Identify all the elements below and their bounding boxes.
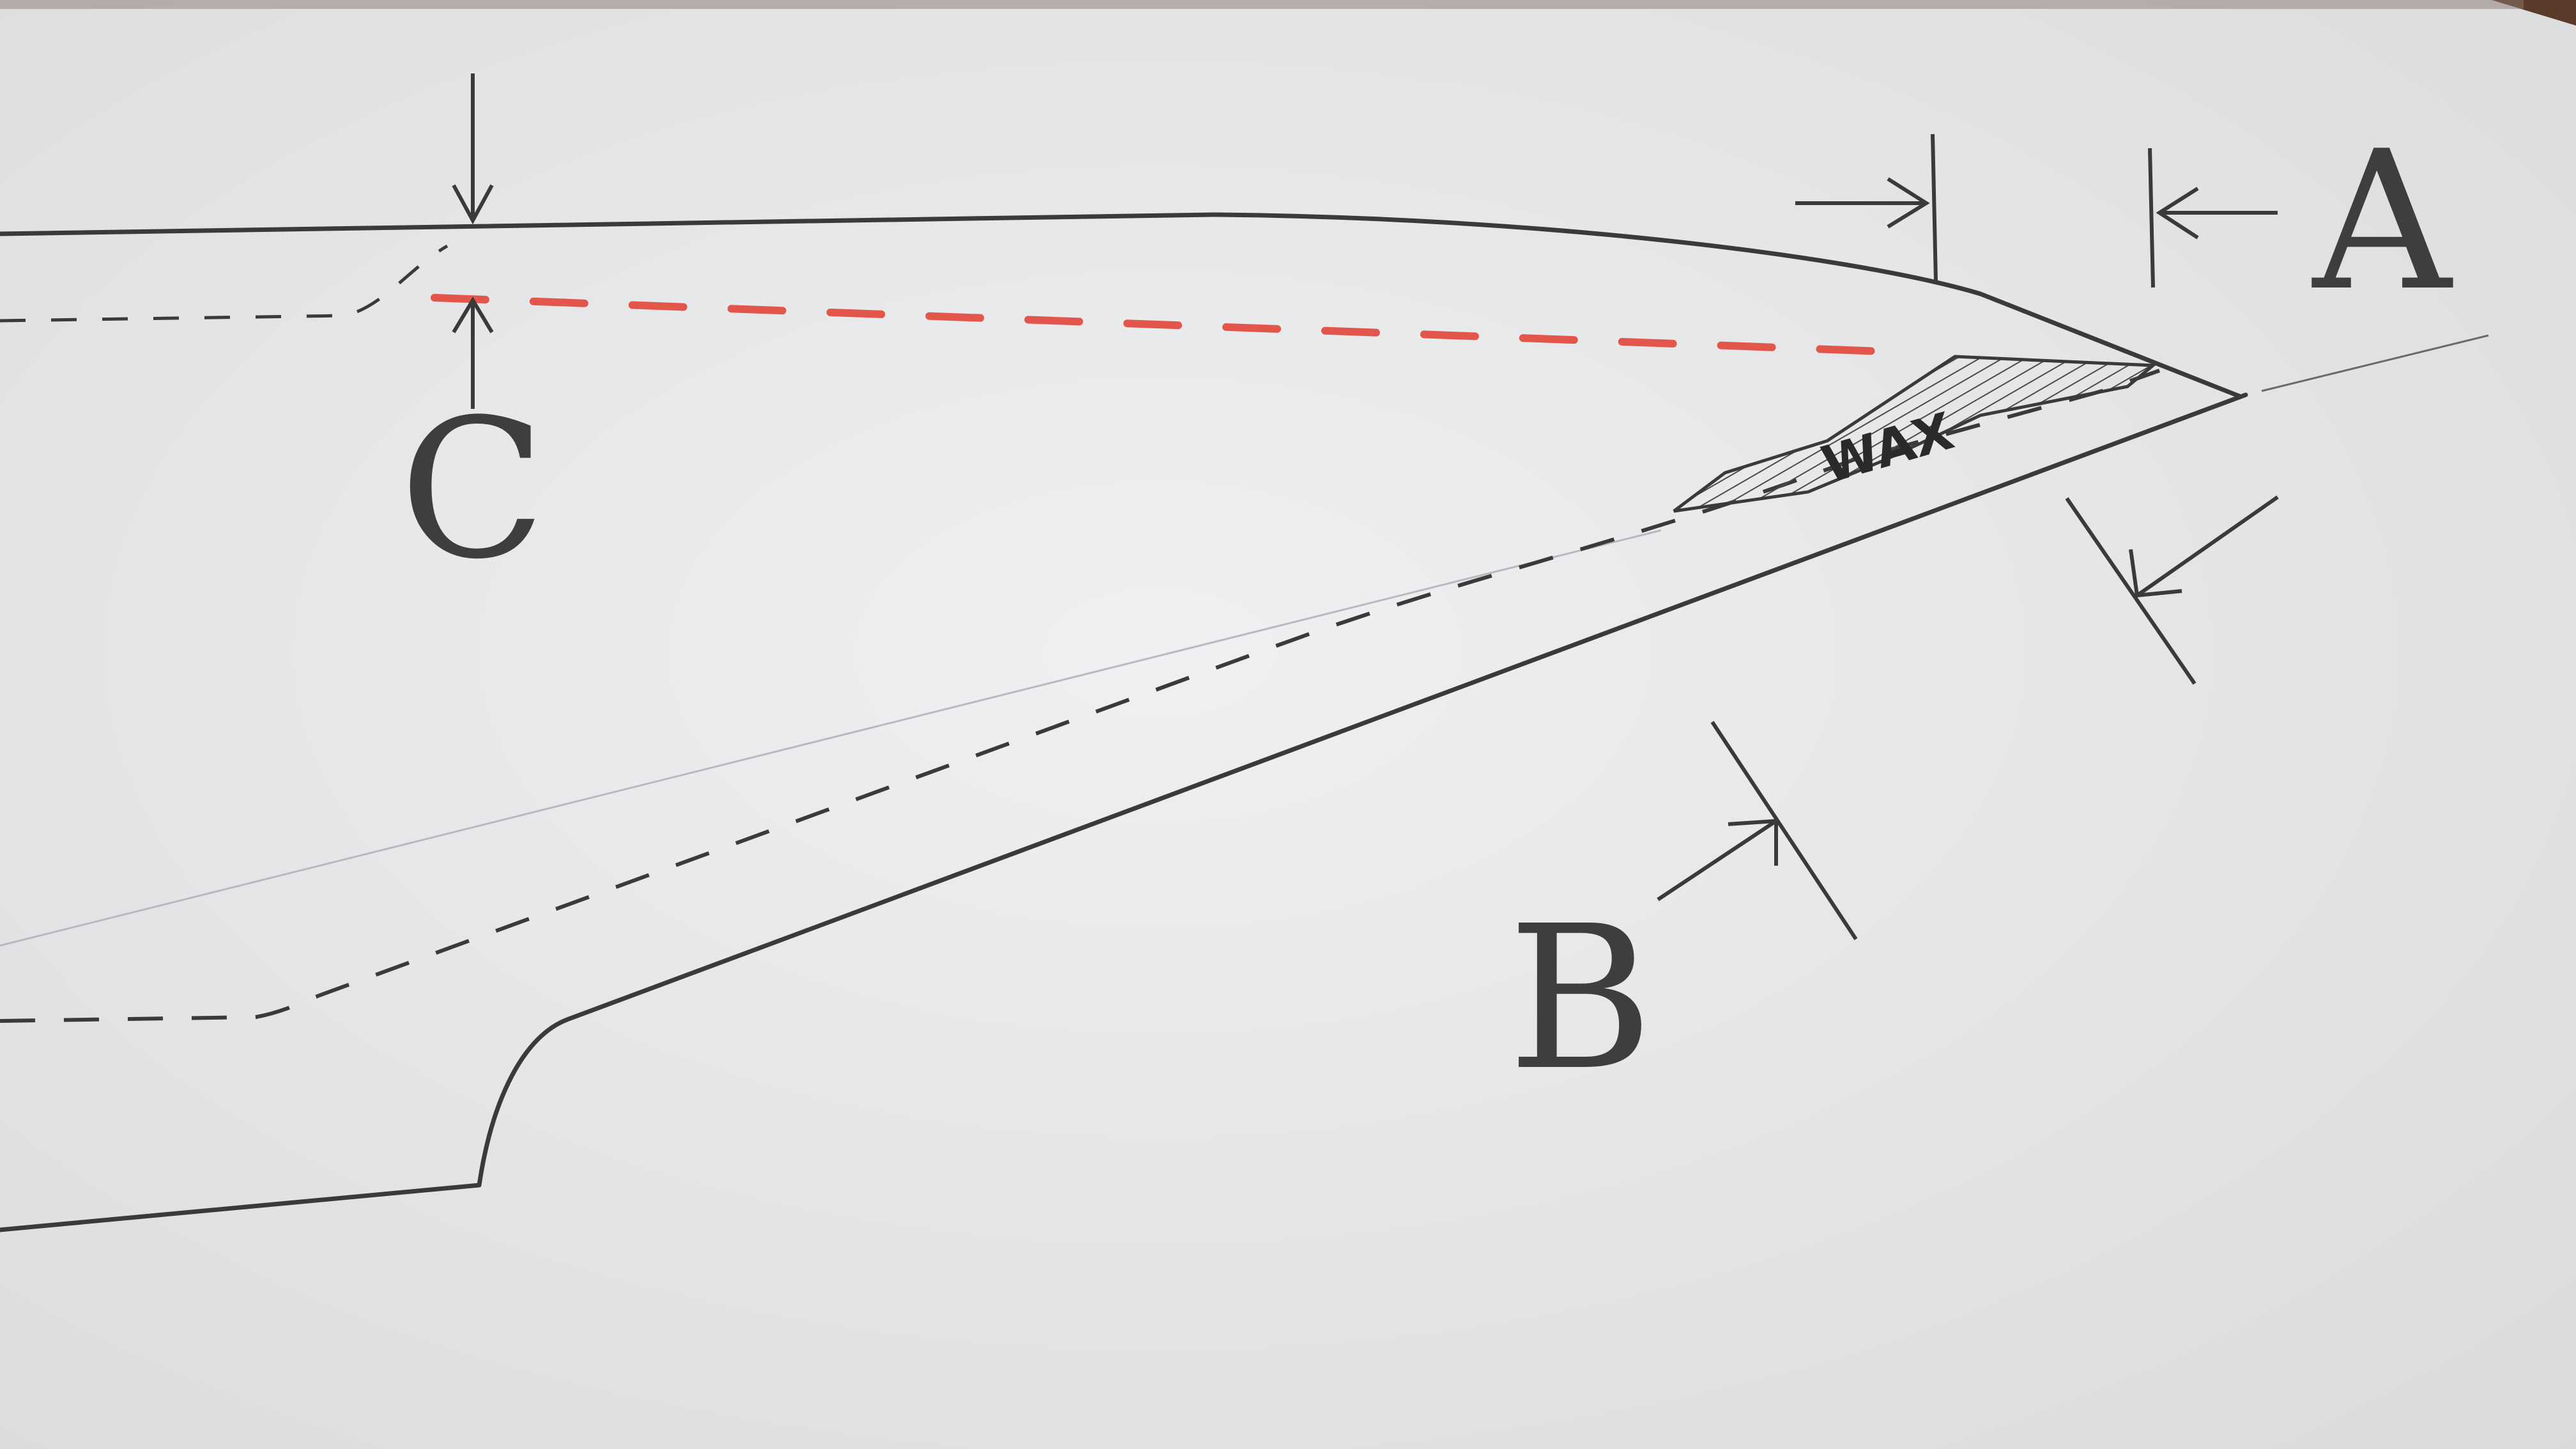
label-a: A: [2310, 110, 2453, 333]
knife-edge-line: [0, 392, 2248, 1232]
label-b: B: [1508, 884, 1653, 1114]
label-c: C: [399, 378, 546, 601]
paper-top-shadow: [0, 0, 2524, 9]
red-dashed-line: [431, 294, 1920, 356]
dimension-b: [1657, 495, 2279, 940]
wax-hatched-region: [1673, 355, 2158, 513]
dimension-c: [452, 73, 494, 409]
edge-extension-line: [2261, 334, 2489, 392]
faint-guide-line: [0, 529, 1662, 947]
dimension-a: [1795, 134, 2278, 288]
knife-spine-line: [0, 212, 2242, 399]
